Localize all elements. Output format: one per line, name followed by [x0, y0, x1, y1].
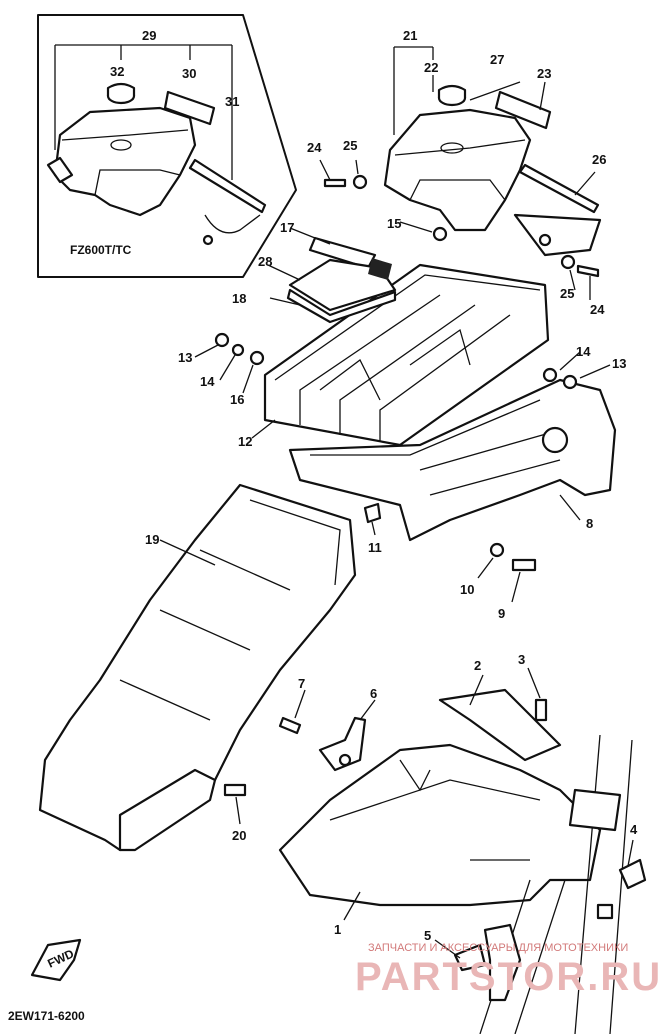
callout-27: 27: [490, 52, 504, 67]
watermark-subtitle: ЗАПЧАСТИ И АКСЕССУАРЫ ДЛЯ МОТОТЕХНИКИ: [368, 942, 628, 954]
callout-10: 10: [460, 582, 474, 597]
drawing-code: 2EW171-6200: [8, 1009, 85, 1023]
callout-23: 23: [537, 66, 551, 81]
rear-frame: [214, 332, 617, 572]
seat-cowl-assembly: [323, 46, 602, 278]
callout-14-left: 14: [200, 374, 215, 389]
leader-lines: [159, 81, 634, 959]
callout-16: 16: [230, 392, 244, 407]
callout-14-right: 14: [576, 344, 591, 359]
callout-3: 3: [518, 652, 525, 667]
callout-8: 8: [586, 516, 593, 531]
rear-fender: [38, 483, 357, 852]
model-label: FZ600T/TC: [70, 243, 132, 257]
callout-25-left: 25: [343, 138, 357, 153]
callout-26: 26: [592, 152, 606, 167]
callout-11: 11: [368, 540, 382, 555]
rear-tray: [263, 226, 550, 447]
callout-25-right: 25: [560, 286, 574, 301]
callout-13-left: 13: [178, 350, 192, 365]
callout-5: 5: [424, 928, 431, 943]
callouts: 29 32 30 31 FZ600T/TC 21 22 27 23 26 24 …: [70, 28, 638, 943]
callout-17: 17: [280, 220, 294, 235]
front-fender: [278, 688, 647, 1034]
fwd-arrow: FWD: [30, 938, 82, 982]
callout-20: 20: [232, 828, 246, 843]
callout-31: 31: [225, 94, 239, 109]
inset-panel: [37, 14, 297, 278]
callout-2: 2: [474, 658, 481, 673]
callout-7: 7: [298, 676, 305, 691]
callout-4: 4: [630, 822, 638, 837]
callout-6: 6: [370, 686, 377, 701]
callout-15: 15: [387, 216, 401, 231]
callout-21: 21: [403, 28, 417, 43]
callout-13-right: 13: [612, 356, 626, 371]
inset-seat-cover: [53, 106, 197, 217]
seat-cowl: [383, 108, 532, 232]
callout-29: 29: [142, 28, 156, 43]
callout-28: 28: [258, 254, 272, 269]
watermark-logo-text: PARTSTOR.RU: [355, 955, 662, 999]
callout-22: 22: [424, 60, 438, 75]
callout-30: 30: [182, 66, 196, 81]
callout-32: 32: [110, 64, 124, 79]
callout-9: 9: [498, 606, 505, 621]
callout-19: 19: [145, 532, 159, 547]
callout-12: 12: [238, 434, 252, 449]
callout-24-left: 24: [307, 140, 322, 155]
callout-24-right: 24: [590, 302, 605, 317]
callout-1: 1: [334, 922, 341, 937]
watermark: ЗАПЧАСТИ И АКСЕССУАРЫ ДЛЯ МОТОТЕХНИКИ PA…: [355, 942, 662, 999]
callout-18: 18: [232, 291, 246, 306]
